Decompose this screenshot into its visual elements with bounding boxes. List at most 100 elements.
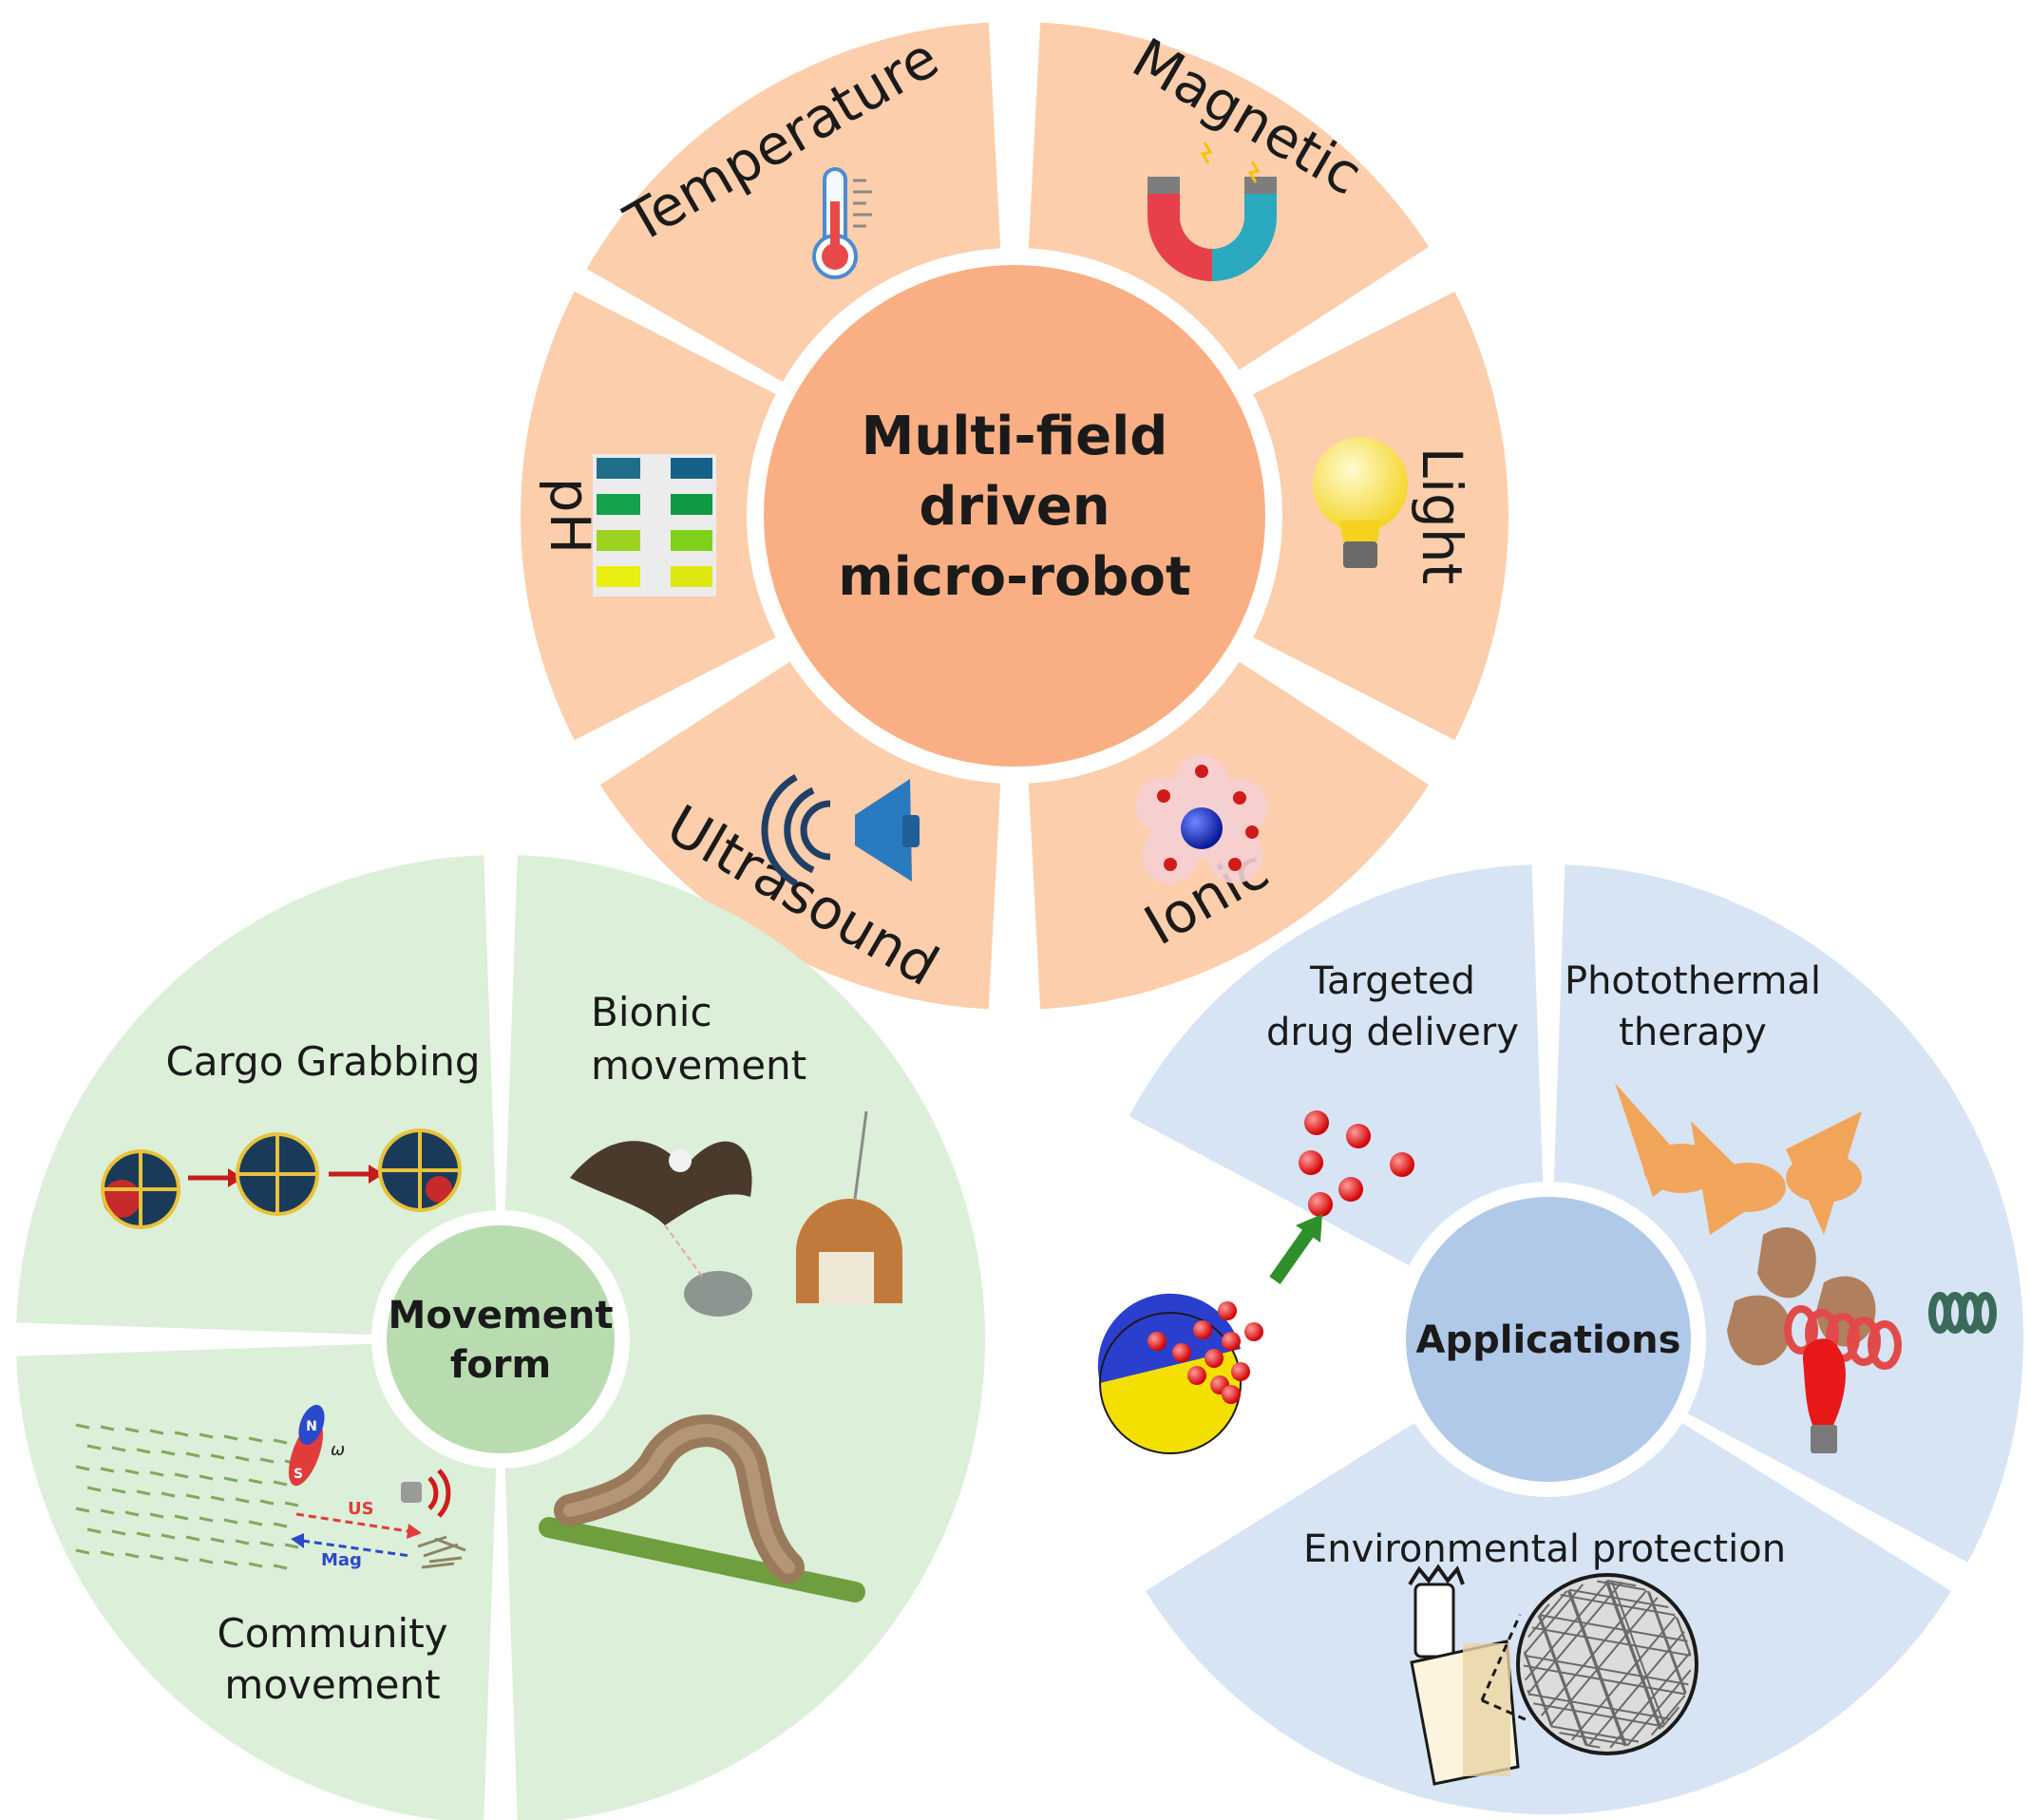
swarm-particle bbox=[259, 1499, 275, 1506]
swarm-particle bbox=[223, 1518, 238, 1525]
south-pole-label: S bbox=[294, 1467, 303, 1482]
hub-title-line-1: Multi-field bbox=[862, 406, 1168, 467]
fiber-strand bbox=[1531, 1626, 1691, 1657]
segment-cargo bbox=[16, 1343, 497, 1820]
swarm-particle bbox=[75, 1423, 90, 1430]
fiber-strand bbox=[1609, 1652, 1691, 1749]
movement-title-line-1: Movement bbox=[389, 1294, 614, 1337]
bionic-illustration bbox=[570, 1110, 902, 1317]
swarm-particle bbox=[199, 1432, 214, 1439]
ion-cluster-icon bbox=[1135, 754, 1268, 883]
fiber-strand bbox=[1676, 1618, 1692, 1655]
fiber-strand bbox=[1610, 1580, 1665, 1726]
swarm-particle bbox=[161, 1533, 176, 1540]
swarm-particle bbox=[223, 1434, 238, 1441]
swarm-particle bbox=[273, 1564, 288, 1570]
cargo-grabbing-illustration bbox=[101, 1128, 462, 1229]
movement-diagram: Movement form Cargo Grabbing Bionic move… bbox=[16, 855, 985, 1820]
field-label-light: Light bbox=[1410, 447, 1474, 585]
speaker-icon bbox=[761, 773, 920, 887]
segment-community bbox=[504, 1343, 985, 1820]
fiber-strand bbox=[1597, 1580, 1646, 1591]
swarm-particle bbox=[248, 1478, 263, 1485]
swarm-particle bbox=[86, 1444, 102, 1450]
fiber-strand bbox=[1537, 1616, 1587, 1746]
fiber-strand bbox=[1571, 1615, 1677, 1741]
field-label-ph: pH bbox=[538, 478, 602, 554]
applications-diagram: Applications Targeted drug delivery Phot… bbox=[1097, 864, 2023, 1814]
bionic-label-line-2: movement bbox=[591, 1042, 806, 1089]
swarm-particle bbox=[235, 1497, 250, 1504]
cargo-grabbing-label: Cargo Grabbing bbox=[165, 1038, 480, 1085]
swarm-particle bbox=[185, 1451, 200, 1458]
swarm-particle bbox=[149, 1554, 164, 1561]
north-pole-label: N bbox=[306, 1419, 317, 1434]
swarm-particle bbox=[284, 1543, 299, 1549]
swarm-particle bbox=[235, 1455, 250, 1462]
fiber-strand bbox=[1527, 1689, 1531, 1697]
us-label: US bbox=[348, 1499, 374, 1519]
segment-temperature bbox=[586, 22, 1001, 382]
fiber-strand bbox=[1540, 1589, 1648, 1716]
drug-delivery-illustration bbox=[1097, 1110, 1414, 1454]
community-illustration: N S ω US Mag bbox=[75, 1404, 466, 1570]
hub-title-line-3: micro-robot bbox=[838, 546, 1191, 608]
photothermal-label-line-2: therapy bbox=[1619, 1011, 1767, 1054]
drug-particle bbox=[1299, 1150, 1323, 1175]
community-label-line-2: movement bbox=[224, 1661, 440, 1708]
fiber-strand bbox=[1549, 1597, 1659, 1727]
swarm-particle bbox=[185, 1493, 200, 1500]
swarm-particle bbox=[248, 1436, 263, 1443]
light-bulb-icon bbox=[1313, 437, 1408, 568]
fiber-strand bbox=[1587, 1630, 1685, 1747]
swarm-particle bbox=[248, 1562, 263, 1568]
fiber-strand bbox=[1523, 1583, 1584, 1655]
swarm-particle bbox=[149, 1512, 164, 1519]
drug-particle bbox=[1308, 1192, 1333, 1217]
swarm-particle bbox=[111, 1488, 126, 1494]
swarm-particle bbox=[86, 1486, 102, 1492]
swarm-particle bbox=[75, 1465, 90, 1471]
swarm-particle bbox=[174, 1514, 189, 1521]
swarm-particle bbox=[149, 1470, 164, 1477]
swarm-particle bbox=[124, 1510, 140, 1517]
fiber-strand bbox=[1533, 1702, 1664, 1728]
swarm-particle bbox=[248, 1520, 263, 1526]
swarm-particle bbox=[174, 1431, 189, 1437]
swarm-particle bbox=[174, 1556, 189, 1563]
fiber-strand bbox=[1527, 1590, 1568, 1638]
drug-particle bbox=[1390, 1152, 1414, 1177]
drug-label-line-1: Targeted bbox=[1309, 959, 1475, 1003]
swarm-particle bbox=[111, 1446, 126, 1452]
hub-title-line-2: driven bbox=[919, 476, 1110, 538]
swarm-particle bbox=[75, 1548, 90, 1555]
drug-particle bbox=[1346, 1124, 1371, 1148]
swarm-particle bbox=[174, 1472, 189, 1479]
swarm-particle bbox=[124, 1552, 140, 1559]
thermometer-icon bbox=[812, 167, 872, 279]
swarm-particle bbox=[75, 1507, 90, 1513]
swarm-particle bbox=[259, 1457, 275, 1464]
swarm-particle bbox=[273, 1480, 288, 1487]
swarm-particle bbox=[161, 1450, 176, 1456]
drug-label-line-2: drug delivery bbox=[1266, 1011, 1519, 1054]
swarm-particle bbox=[284, 1501, 299, 1507]
fiber-strand bbox=[1524, 1650, 1554, 1728]
fiber-strand bbox=[1650, 1695, 1686, 1736]
environmental-illustration bbox=[1408, 1564, 1698, 1786]
swarm-particle bbox=[161, 1491, 176, 1498]
swarm-particle bbox=[223, 1560, 238, 1566]
segment-magnetic bbox=[1028, 22, 1430, 370]
swarm-particle bbox=[86, 1527, 102, 1534]
swarm-particle bbox=[210, 1537, 225, 1544]
swarm-particle bbox=[199, 1516, 214, 1523]
swarm-particle bbox=[223, 1476, 238, 1483]
swarm-particle bbox=[111, 1529, 126, 1536]
swarm-particle bbox=[100, 1508, 115, 1515]
swarm-particle bbox=[199, 1474, 214, 1481]
ph-strip-icon bbox=[593, 454, 716, 597]
fiber-strand bbox=[1550, 1725, 1640, 1743]
caterpillar-illustration bbox=[539, 1414, 865, 1602]
fiber-strand bbox=[1524, 1580, 1610, 1681]
fiber-strand bbox=[1524, 1654, 1689, 1686]
